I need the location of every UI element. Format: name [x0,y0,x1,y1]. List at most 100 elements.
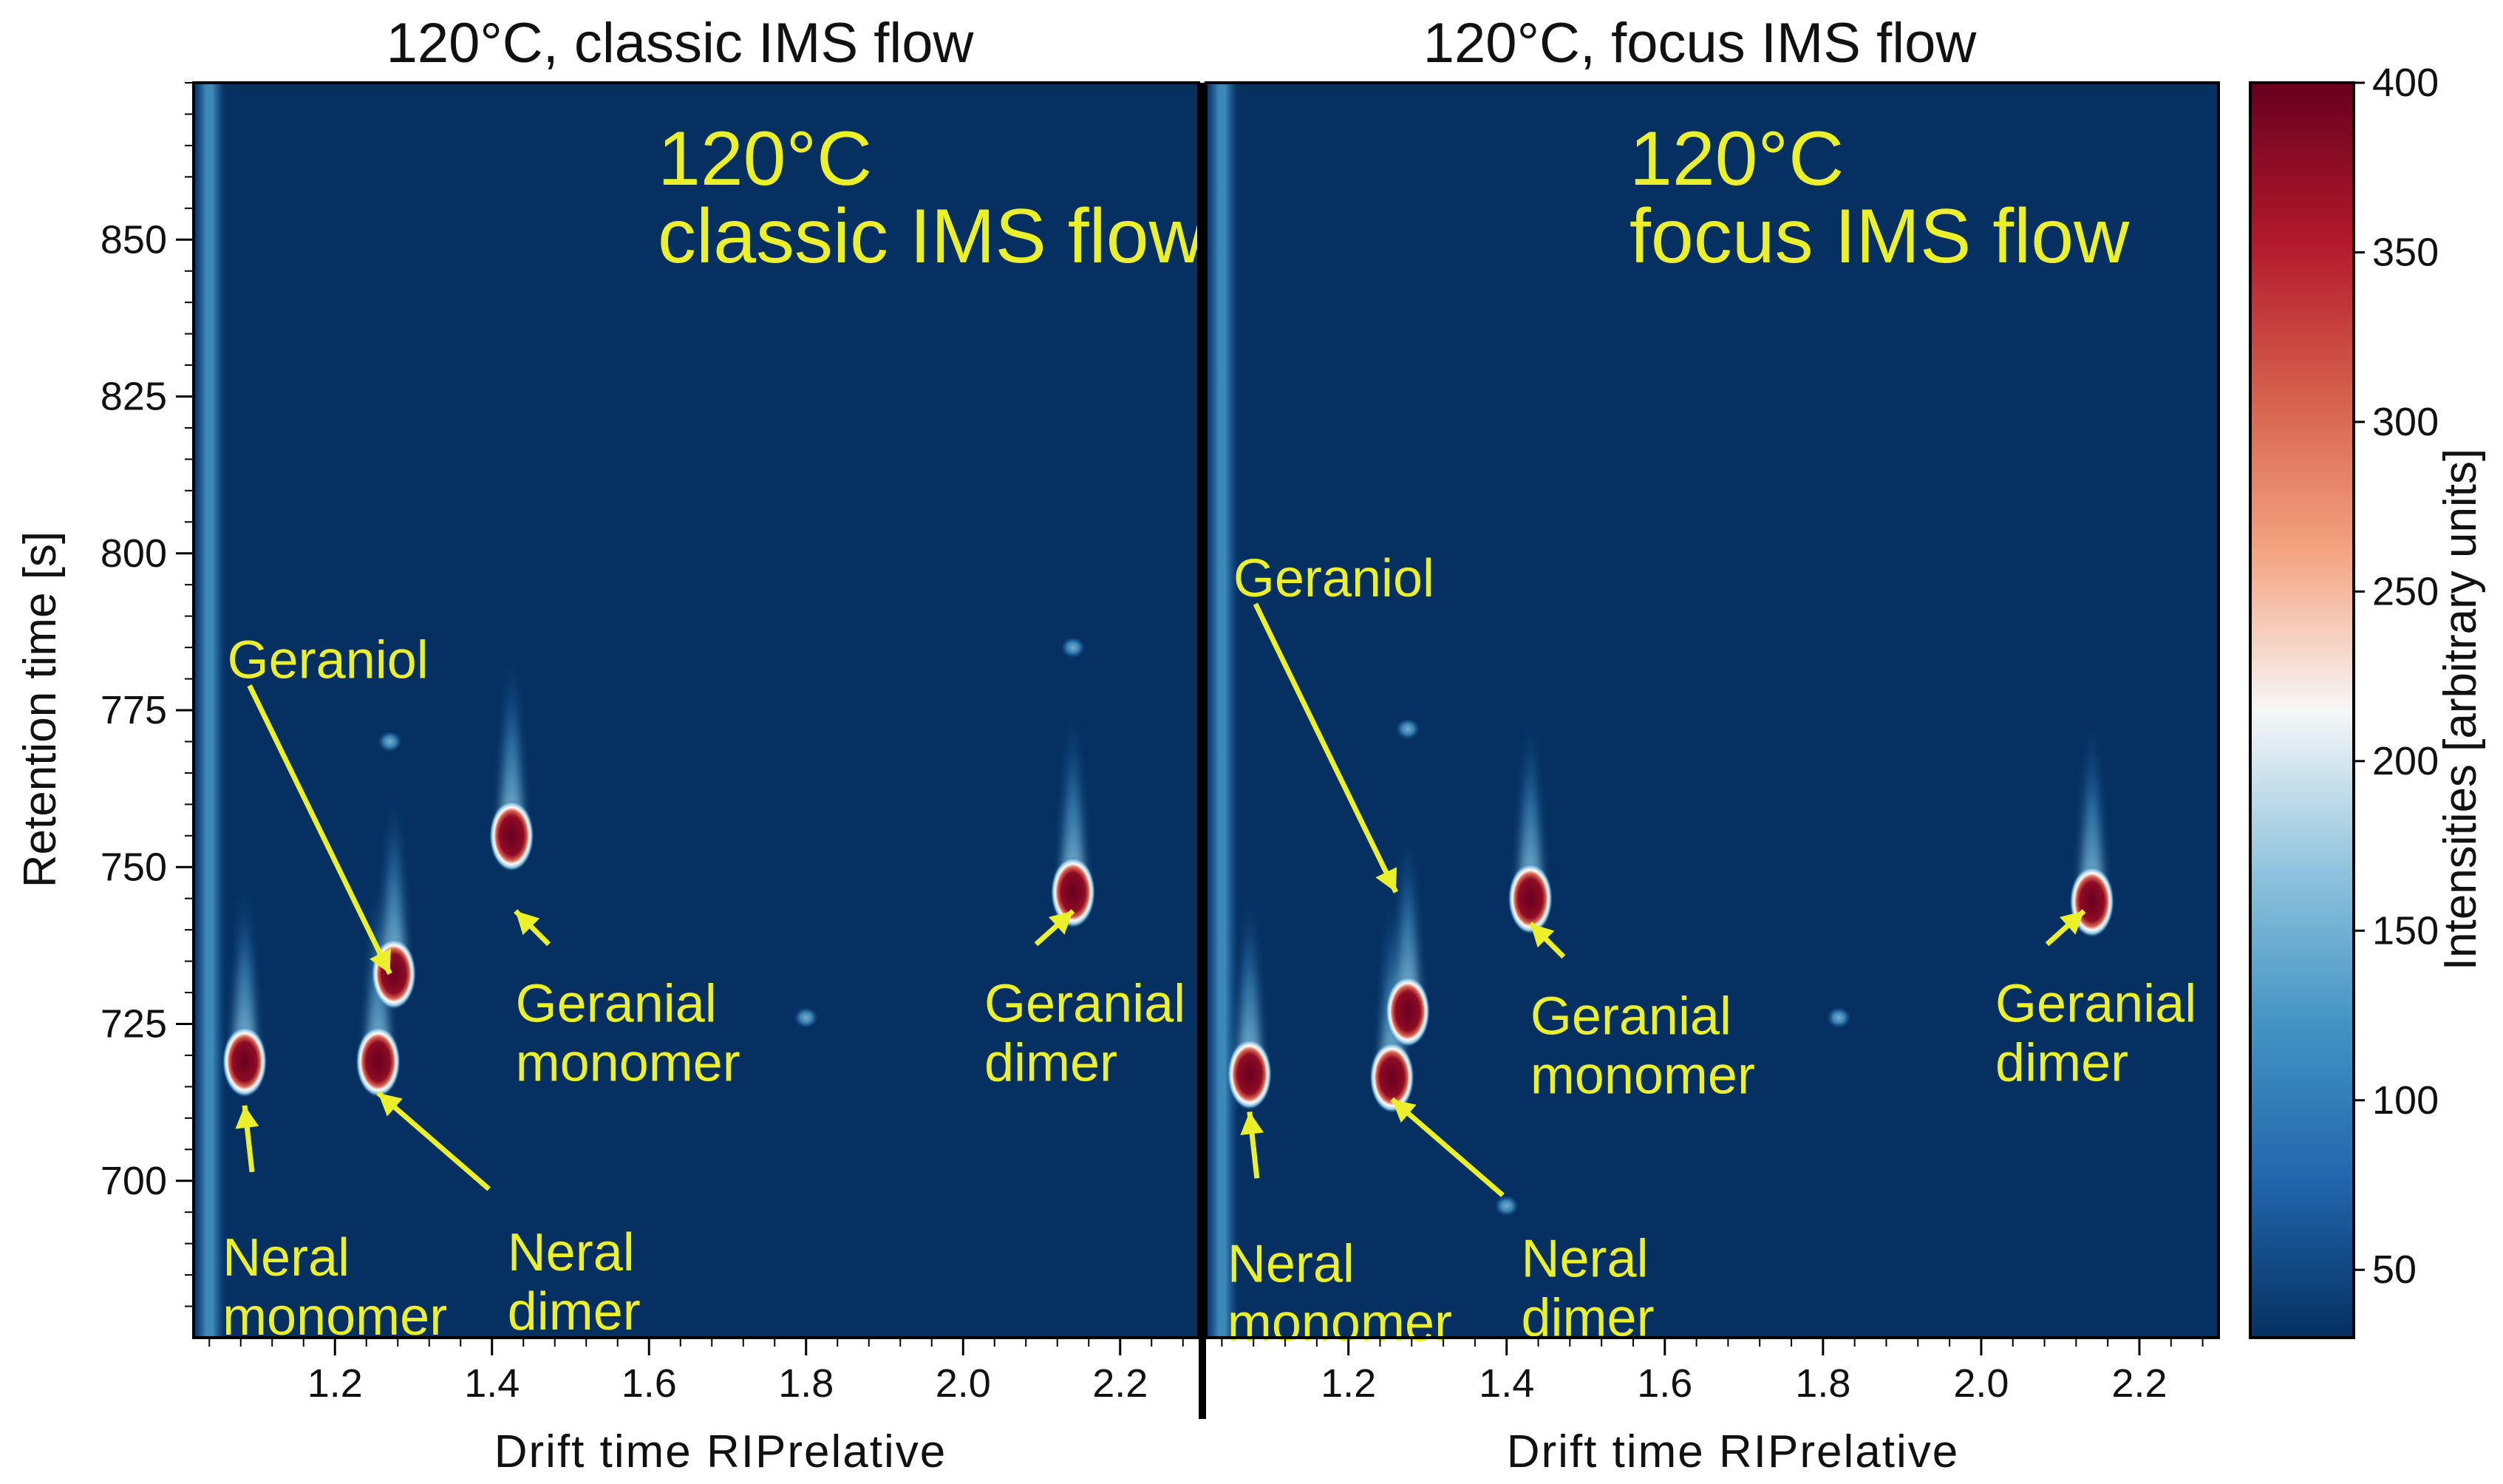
y-tick-label: 725 [101,1002,167,1046]
left-plot-frame [192,81,1200,1339]
left-x-axis-label: Drift time RIPrelative [494,1426,947,1477]
left-plot-background [194,83,1199,1338]
right-plot-background [1206,83,2218,1338]
annotation-label: Geraniol [228,631,429,690]
annotation-label: dimer [508,1282,641,1341]
colorbar-tick-label: 300 [2372,400,2439,444]
rip-band [194,83,226,1338]
right-inset-line-1: 120°C [1629,116,1844,202]
y-tick-label: 800 [101,531,167,576]
right-panel-title: 120°C, focus IMS flow [1423,12,1978,75]
peak-tail [2080,726,2104,902]
x-tick-label: 2.2 [1092,1361,1148,1406]
y-tick-label: 700 [101,1159,167,1203]
x-tick-label: 1.6 [622,1361,677,1406]
rip-band [1206,83,1239,1338]
peak-spot [1395,718,1420,740]
annotation-arrowhead [235,1105,259,1129]
peak-spot [378,731,402,752]
left-inset-line-2: classic IMS flow [658,194,1205,279]
left-heatmap-marks [194,83,1095,1338]
peak-tail [1237,898,1261,1075]
y-tick-label: 825 [101,375,167,419]
x-tick-label: 1.4 [1479,1361,1534,1406]
panel-separator [1199,83,1206,1419]
annotation-label: Geranial [1995,975,2196,1034]
annotation-label: dimer [984,1034,1117,1093]
peak-spot [1508,862,1553,934]
y-tick-label: 775 [101,688,167,732]
annotation-label: monomer [516,1034,740,1093]
right-plot-frame [1205,81,2220,1339]
annotation-label: Neral [222,1228,350,1287]
annotation-label: dimer [1995,1034,2128,1093]
x-tick-label: 2.2 [2111,1361,2167,1406]
y-tick-label: 850 [101,217,167,262]
annotation-arrowhead [2060,911,2085,935]
x-tick-label: 1.2 [1321,1361,1376,1406]
peak-tail [1395,835,1420,1012]
colorbar-tick-label: 350 [2372,230,2439,274]
annotation-arrowhead [1530,923,1555,948]
annotation-label: monomer [1227,1293,1452,1352]
peak-spot [355,1026,401,1097]
x-tick-label: 1.8 [1795,1361,1850,1406]
colorbar-label: Intensities [arbitrary units] [2435,449,2486,970]
colorbar-tick-label: 400 [2372,61,2439,105]
peak-spot [1827,1007,1851,1029]
colorbar-gradient [2250,83,2354,1338]
left-annotations: GeraniolGeranialmonomerGeranialdimerNera… [222,631,1185,1347]
colorbar-tick-label: 150 [2372,908,2439,953]
colorbar-tick-label: 250 [2372,569,2439,613]
annotation-label: Geranial [984,975,1185,1034]
peak-tail [233,885,257,1062]
colorbar-frame [2249,81,2355,1339]
annotation-arrowhead [1240,1112,1264,1135]
peak-tail [500,660,524,836]
x-tick-label: 1.8 [778,1361,834,1406]
annotation-label: Neral [508,1223,635,1282]
peak-spot [1385,976,1430,1047]
annotation-arrow [1390,1097,1505,1198]
peak-spot [794,1007,818,1029]
peak-tail [1518,722,1542,899]
y-tick-label: 750 [101,845,167,889]
annotation-label: Geranial [1530,987,1731,1046]
peak-spot [489,800,534,871]
annotation-arrow [376,1091,491,1191]
annotation-arrow [1253,602,1399,894]
annotation-arrowhead [1392,1099,1417,1123]
annotation-label: Geranial [516,975,717,1034]
annotation-arrowhead [1048,911,1073,935]
right-annotations: GeraniolGeranialmonomerGeranialdimerNera… [1227,549,2196,1352]
peak-tail [1061,716,1085,893]
annotation-arrowhead [1375,867,1397,893]
peak-tail [381,797,406,974]
peak-spot [1369,1041,1414,1113]
right-x-axis: 1.2 1.4 1.6 1.8 2.0 2.2 [1221,1338,2204,1406]
x-tick-label: 2.0 [936,1361,991,1406]
right-inset-line-2: focus IMS flow [1629,194,2130,279]
right-x-axis-label: Drift time RIPrelative [1507,1426,1959,1477]
peak-spot [1061,637,1085,658]
peak-spot [1494,1195,1519,1216]
annotation-arrowhead [378,1092,403,1117]
right-heatmap-marks [1206,83,2114,1338]
annotation-label: Geraniol [1233,549,1434,608]
left-panel-title: 120°C, classic IMS flow [386,12,975,75]
x-tick-label: 1.4 [464,1361,520,1406]
right-plot: 120°C focus IMS flow GeraniolGeranialmon… [1206,83,2218,1406]
left-inset-line-1: 120°C [658,116,872,202]
x-tick-label: 2.0 [1953,1361,2009,1406]
annotation-label: Neral [1522,1229,1649,1288]
annotation-label: monomer [1530,1046,1755,1106]
left-plot: 120°C classic IMS flow GeraniolGeranialm… [101,82,1205,1406]
annotation-arrowhead [515,911,540,936]
y-axis-label: Retention time [s] [15,531,66,888]
peak-spot [1051,857,1095,928]
colorbar-tick-label: 50 [2372,1248,2417,1292]
x-tick-label: 1.6 [1637,1361,1692,1406]
